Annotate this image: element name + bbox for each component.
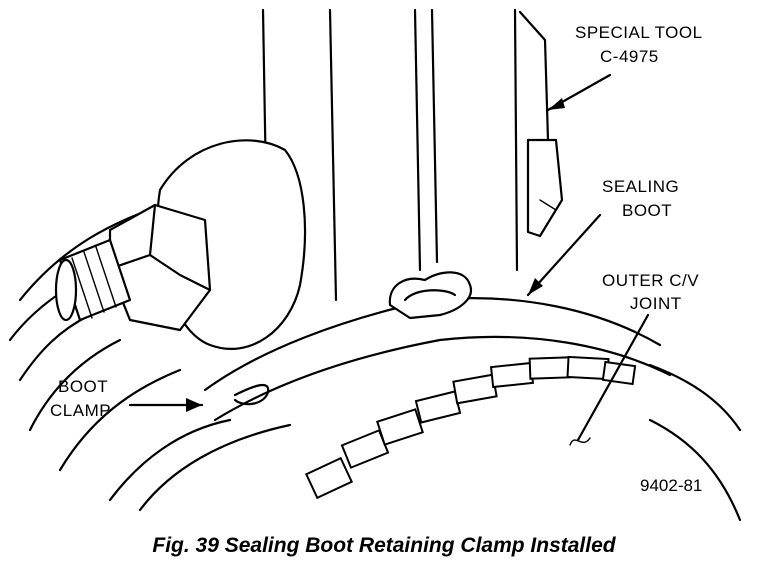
figure-reference-number: 9402-81 <box>640 476 702 495</box>
label-outer-cv-joint-line1: OUTER C/V <box>602 271 699 290</box>
boot-clamp <box>203 271 672 422</box>
label-boot-clamp-line1: BOOT <box>58 377 108 396</box>
label-sealing-boot-line1: SEALING <box>602 177 679 196</box>
clamp-band-slots <box>304 355 637 500</box>
special-tool-body <box>261 8 564 302</box>
hex-nut-and-stud <box>54 139 307 350</box>
label-boot-clamp-line2: CLAMP <box>50 401 111 420</box>
label-sealing-boot-line2: BOOT <box>622 201 672 220</box>
figure-caption: Fig. 39 Sealing Boot Retaining Clamp Ins… <box>152 534 616 557</box>
label-outer-cv-joint-line2: JOINT <box>630 294 682 313</box>
label-special-tool-line1: SPECIAL TOOL <box>575 23 703 42</box>
leader-arrows <box>128 73 650 446</box>
label-special-tool-line2: C-4975 <box>600 47 659 66</box>
outer-cv-joint <box>8 198 742 522</box>
